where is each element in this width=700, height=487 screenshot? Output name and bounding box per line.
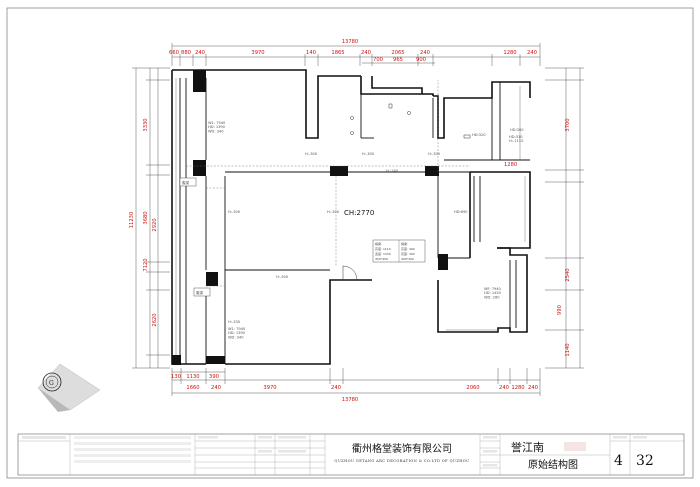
right-dim-4: 1140 bbox=[565, 343, 571, 356]
beam-table-cell-1: 横梁: bbox=[375, 241, 382, 246]
room-annotations: H:-300 H:-300 H:-300 H:-300 H:-240 H:-30… bbox=[179, 121, 524, 339]
hd-label-2: HD:300 bbox=[510, 128, 524, 132]
top-dim-7: 240 bbox=[361, 50, 371, 56]
company-name-en: QUZHOU GETANG ARC DECORATION & CO.LTD OF… bbox=[334, 459, 469, 463]
right-dim-1: 3700 bbox=[565, 118, 571, 131]
top-dim-10: 1280 bbox=[503, 50, 516, 56]
wall-outline bbox=[171, 69, 531, 365]
hd-label-1: HD:320 bbox=[472, 133, 486, 137]
top-dim-4: 3970 bbox=[251, 50, 264, 56]
beam-table-cell-8: 400*300 bbox=[401, 257, 414, 261]
beam-table-cell-5: 宽度: 1330 bbox=[375, 251, 391, 256]
inner-dim-1280: 1280 bbox=[504, 162, 517, 168]
svg-text:G: G bbox=[49, 380, 54, 387]
fixtures bbox=[350, 103, 471, 139]
sheet-number: 4 bbox=[614, 453, 623, 469]
beam-tag-top: 腹梁 bbox=[182, 180, 190, 185]
bottom-dimension-lines: 130 1660 240 3970 240 2060 240 1280 240 … bbox=[171, 368, 541, 403]
top-total-dimension: 13780 bbox=[342, 39, 359, 45]
top-dim-1: 660 bbox=[169, 50, 179, 56]
drawing-title: 原始结构图 bbox=[528, 458, 578, 471]
height-label-3: H:-300 bbox=[428, 152, 441, 156]
bottom-sub-dim-1: 1130 bbox=[186, 374, 199, 380]
left-dim-2: 3680 bbox=[143, 211, 149, 224]
right-dimension-lines: 3700 2540 990 1140 bbox=[545, 67, 584, 369]
beam-table-cell-3: 高度: 1110 bbox=[375, 246, 391, 251]
project-name: 誉江南 bbox=[511, 440, 544, 454]
left-total-dimension: 11230 bbox=[129, 212, 135, 229]
company-logo: G bbox=[37, 363, 101, 412]
bottom-dim-7: 240 bbox=[499, 385, 509, 391]
top-dimension-lines: 13780 660 880 240 3970 140 1865 240 2065… bbox=[169, 39, 541, 66]
height-label-4: H:-300 bbox=[327, 210, 340, 214]
bottom-total-dimension: 13780 bbox=[342, 397, 359, 403]
beam-table-cell-2: 横梁: bbox=[401, 241, 408, 246]
ceiling-height-label: CH:2770 bbox=[344, 209, 374, 217]
height-label-8: H:-330 bbox=[228, 320, 241, 324]
beam-table-cell-7: 450*450 bbox=[375, 257, 388, 261]
height-label-6: H:-300 bbox=[228, 210, 241, 214]
top-sub-dim-1: 700 bbox=[373, 57, 383, 63]
bottom-dim-6: 2060 bbox=[466, 385, 479, 391]
hd-label-3: HD:690 bbox=[454, 210, 468, 214]
top-sub-dim-3: 900 bbox=[416, 57, 426, 63]
redacted-text bbox=[564, 442, 586, 451]
left-dim-1: 3330 bbox=[143, 118, 149, 131]
window-lines bbox=[175, 78, 526, 364]
sheet-border bbox=[6, 7, 694, 479]
height-label-2: H:-300 bbox=[362, 152, 375, 156]
top-dim-5: 140 bbox=[306, 50, 316, 56]
bottom-dim-4: 3970 bbox=[263, 385, 276, 391]
left-dim-3: 2620 bbox=[152, 313, 158, 326]
bottom-dim-5: 240 bbox=[331, 385, 341, 391]
top-dim-2: 880 bbox=[181, 50, 191, 56]
title-block-notes bbox=[22, 436, 647, 467]
top-sub-dim-2: 965 bbox=[393, 57, 403, 63]
top-dim-11: 240 bbox=[527, 50, 537, 56]
bottom-dim-2: 1660 bbox=[186, 385, 199, 391]
sheet-total: 32 bbox=[636, 453, 654, 469]
top-dim-9: 240 bbox=[420, 50, 430, 56]
left-dim-4: 2920 bbox=[152, 218, 158, 231]
title-block: 衢州格堂装饰有限公司 QUZHOU GETANG ARC DECORATION … bbox=[17, 433, 685, 476]
left-total-dimension-2: 7120 bbox=[143, 258, 149, 271]
bottom-dim-3: 240 bbox=[211, 385, 221, 391]
door-swing bbox=[342, 265, 358, 281]
top-dim-8: 2065 bbox=[391, 50, 404, 56]
height-label-1: H:-300 bbox=[305, 152, 318, 156]
right-dim-2: 2540 bbox=[565, 268, 571, 281]
company-name-cn: 衢州格堂装饰有限公司 bbox=[352, 442, 452, 455]
structural-columns bbox=[172, 70, 448, 365]
bottom-sub-dim-2: 390 bbox=[209, 374, 219, 380]
left-dimension-lines: 11230 7120 3330 3680 2620 2920 bbox=[129, 67, 170, 369]
height-label-7: H:-300 bbox=[276, 275, 289, 279]
top-dim-6: 1865 bbox=[331, 50, 344, 56]
beam-lines bbox=[186, 80, 470, 287]
top-dim-3: 240 bbox=[195, 50, 205, 56]
right-dim-3: 990 bbox=[557, 305, 563, 315]
bottom-dim-8: 1280 bbox=[511, 385, 524, 391]
beam-table-cell-6: 高度: 300 bbox=[401, 251, 415, 256]
beam-tag-bottom: 腹梁 bbox=[196, 290, 204, 295]
bottom-dim-1: 130 bbox=[171, 374, 181, 380]
height-label-5: H:-240 bbox=[386, 169, 399, 173]
beam-table-cell-4: 高度: 400 bbox=[401, 246, 415, 251]
bottom-dim-9: 240 bbox=[528, 385, 538, 391]
